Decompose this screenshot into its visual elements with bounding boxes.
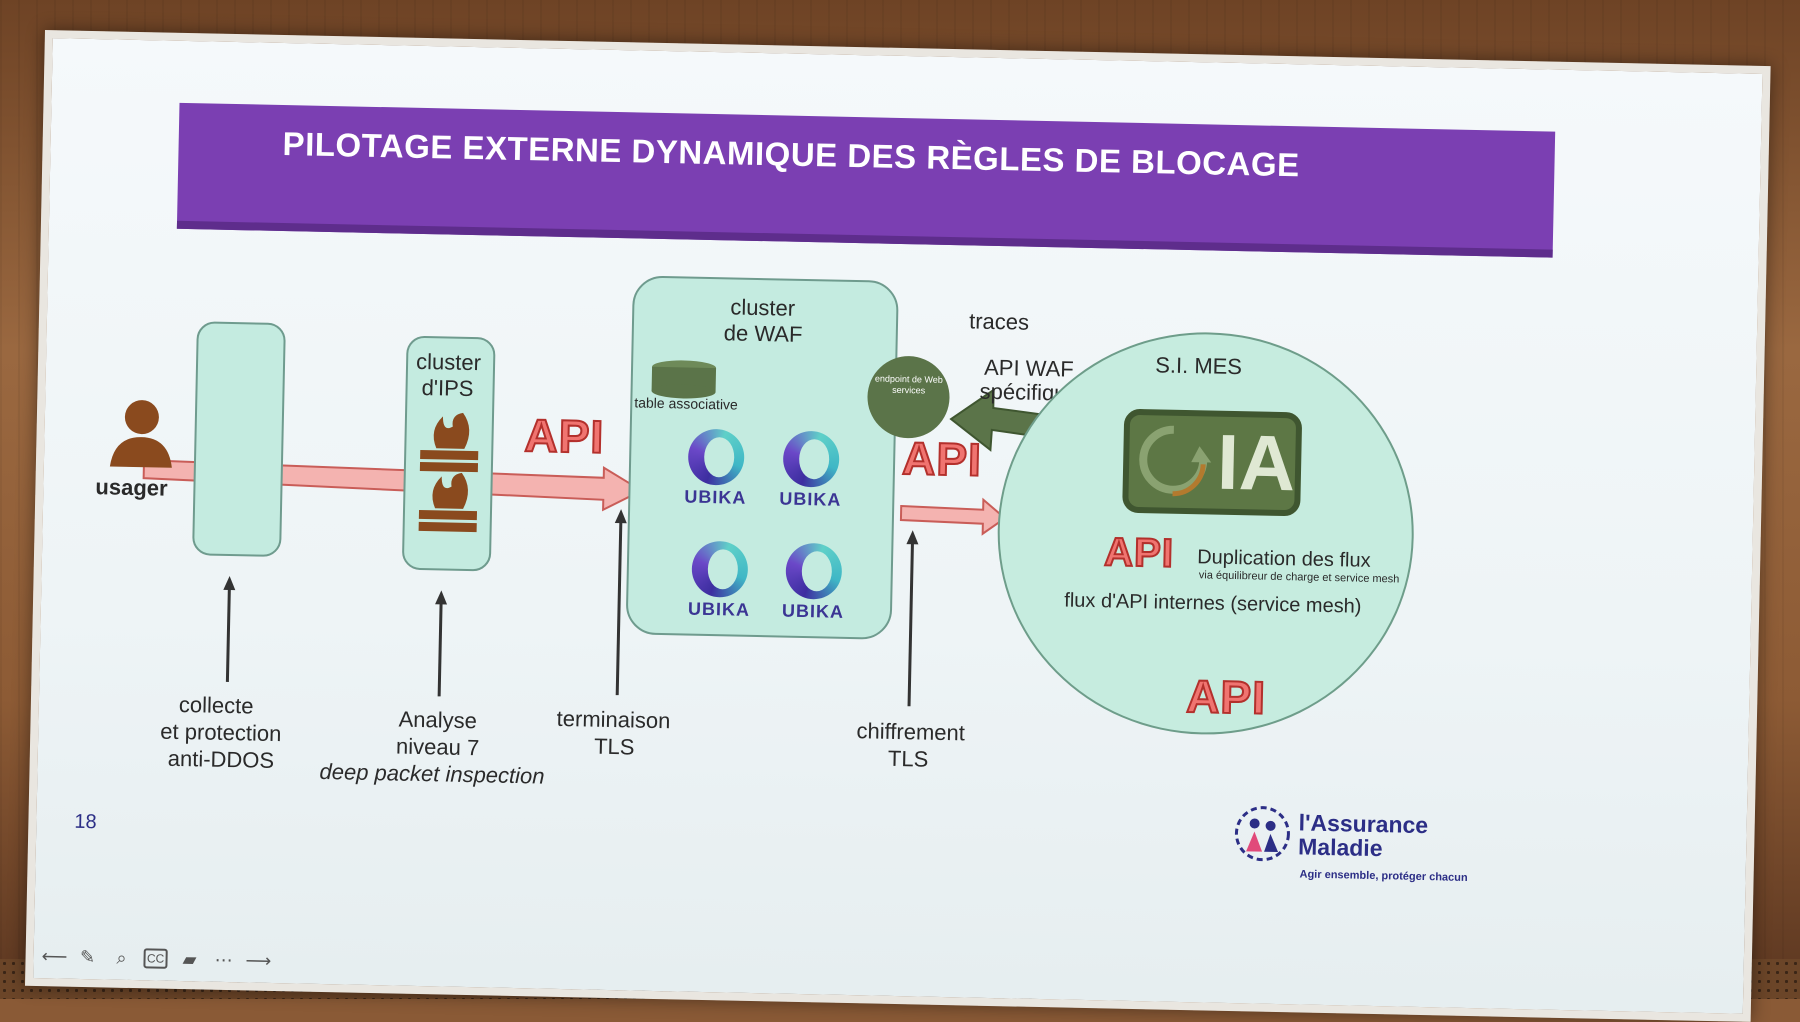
duplication-sub-label: via équilibreur de charge et service mes… [1198,569,1400,586]
analyse-pointer [437,601,443,697]
captions-icon[interactable]: CC [143,948,168,969]
caption-chiffrement-1: chiffrement [856,718,966,746]
caption-analyse-2: niveau 7 [395,733,480,761]
ubika-node-1: UBIKA [670,428,762,509]
ia-label: IA [1216,417,1297,508]
refresh-cycle-icon [1139,425,1212,497]
ubika-node-2: UBIKA [765,430,857,511]
firewall-icon [418,412,479,533]
traces-label: traces [968,308,1030,335]
chiffrement-pointer [907,541,914,707]
assurance-maladie-logo-icon [1234,806,1290,862]
search-icon[interactable]: ⌕ [116,947,127,968]
anti-ddos-panel [192,321,286,558]
ubika-logo-icon [785,542,843,600]
caption-analyse-3: deep packet inspection [319,758,545,789]
ubika-node-3: UBIKA [674,540,766,621]
ia-box: IA [1122,408,1303,517]
ubika-logo-icon [782,430,840,488]
projection-screen: PILOTAGE EXTERNE DYNAMIQUE DES RÈGLES DE… [24,30,1771,1022]
ubika-logo-icon [687,428,745,486]
caption-terminaison-2: TLS [593,733,635,760]
caption-terminaison-1: terminaison [556,705,671,734]
waf-label-2: de WAF [723,320,803,347]
usager-label: usager [95,474,168,501]
api-label-internal: API [1185,669,1268,725]
caption-chiffrement-2: TLS [887,745,929,772]
waf-to-si-arrow [899,497,1007,536]
user-icon [109,400,172,468]
ips-label-2: d'IPS [421,374,474,402]
flux-internes-label: flux d'API internes (service mesh) [1064,589,1362,618]
caption-collecte-2: et protection [160,718,282,747]
api-label-duplication: API [1103,529,1176,576]
projection-screen-wrapper: PILOTAGE EXTERNE DYNAMIQUE DES RÈGLES DE… [0,0,1800,999]
caption-analyse-1: Analyse [398,706,478,734]
ubika-logo-icon [691,540,749,598]
more-icon[interactable]: ⋯ [214,949,233,971]
si-mes-label: S.I. MES [1154,352,1243,380]
si-mes-circle: S.I. MES IA API Duplication des flux via… [993,328,1418,739]
pen-icon[interactable]: ✎ [79,946,96,968]
brand-tagline: Agir ensemble, protéger chacun [1299,868,1468,884]
caption-collecte-3: anti-DDOS [167,745,275,773]
page-number: 18 [74,810,97,834]
collecte-pointer [225,586,231,682]
camera-icon[interactable]: ▰ [182,949,197,970]
terminaison-pointer [615,520,623,696]
ips-cluster-panel: cluster d'IPS [401,335,496,572]
presentation-toolbar: ⟵ ✎ ⌕ CC ▰ ⋯ ⟶ [41,944,272,973]
previous-slide-icon[interactable]: ⟵ [41,946,68,967]
table-associative-label: table associative [634,394,738,413]
database-icon [651,360,717,399]
brand-name-2: Maladie [1297,833,1383,862]
next-slide-icon[interactable]: ⟶ [245,950,272,971]
api-label-waf-out: API [901,431,984,487]
waf-label-1: cluster [730,294,796,321]
api-label-main: API [523,408,606,464]
ubika-node-4: UBIKA [768,542,860,623]
waf-cluster-panel: cluster de WAF table associative UBIKA U… [625,275,899,640]
caption-collecte-1: collecte [178,691,254,719]
diagram-arrows [142,377,1286,710]
ips-label-1: cluster [415,348,482,376]
